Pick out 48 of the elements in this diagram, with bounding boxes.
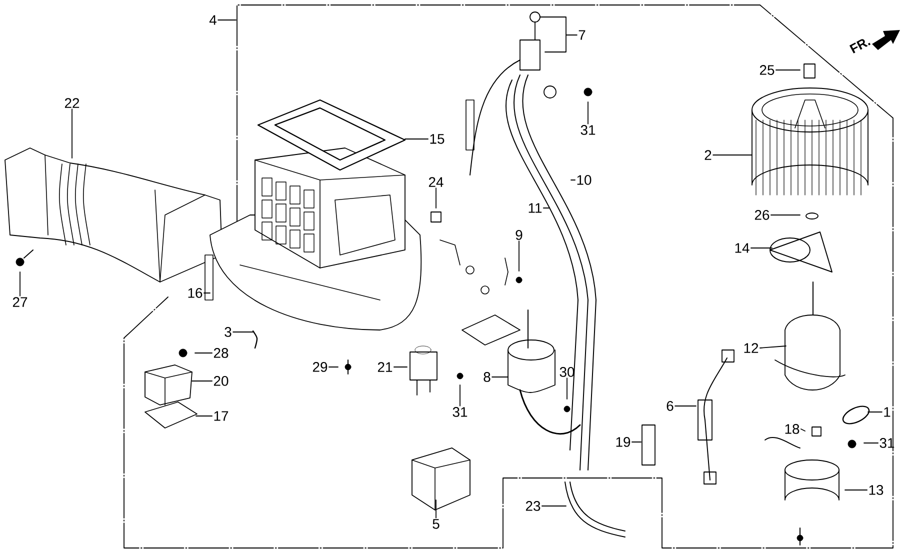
callout-number: 14 — [735, 243, 750, 253]
direction-label: FR. — [849, 39, 871, 54]
leader-line — [194, 352, 212, 354]
callout-number: 31 — [580, 125, 596, 135]
callout-number: 27 — [12, 297, 28, 307]
callout-number: 21 — [378, 362, 392, 372]
callout-number: 16 — [188, 288, 202, 298]
callout-number: 19 — [616, 437, 630, 447]
callout-number: 13 — [869, 485, 884, 495]
leader-line — [518, 240, 520, 272]
leader-line — [540, 16, 578, 52]
callout-number: 31 — [452, 407, 468, 417]
callout-number: 6 — [666, 401, 674, 411]
callout-number: 30 — [560, 367, 574, 377]
callout-number: 7 — [578, 30, 586, 40]
leader-line — [800, 428, 806, 432]
callout-number: 29 — [312, 362, 328, 372]
leader-line — [712, 154, 752, 156]
leader-line — [566, 378, 568, 400]
leader-line — [404, 138, 428, 140]
callout-number: 3 — [224, 327, 232, 337]
callout-number: 10 — [577, 175, 592, 185]
leader-line — [492, 376, 508, 378]
callout-number: 12 — [744, 343, 758, 353]
callout-number: 26 — [754, 210, 770, 220]
callout-number: 23 — [526, 501, 540, 511]
callout-number: 18 — [785, 424, 800, 434]
callout-number: 25 — [760, 65, 774, 75]
callout-number: 15 — [430, 134, 444, 144]
callout-number: 5 — [432, 519, 440, 529]
callout-number: 4 — [209, 15, 216, 25]
callout-number: 28 — [214, 348, 228, 358]
callout-number: 20 — [214, 376, 228, 386]
callout-number: 1 — [884, 407, 890, 417]
callout-number: 8 — [484, 372, 490, 382]
leader-line — [192, 380, 212, 382]
callout-number: 22 — [64, 98, 80, 108]
leader-line — [760, 346, 786, 348]
leader-line — [204, 292, 210, 294]
callout-number: 9 — [516, 230, 522, 240]
leader-line — [394, 366, 408, 368]
callout-number: 17 — [214, 411, 228, 421]
leader-line — [864, 442, 878, 444]
callout-number: 11 — [528, 203, 542, 213]
callout-number: 24 — [428, 177, 444, 187]
callout-number: 2 — [704, 150, 712, 160]
leader-line — [770, 214, 800, 216]
leader-line — [328, 366, 338, 368]
